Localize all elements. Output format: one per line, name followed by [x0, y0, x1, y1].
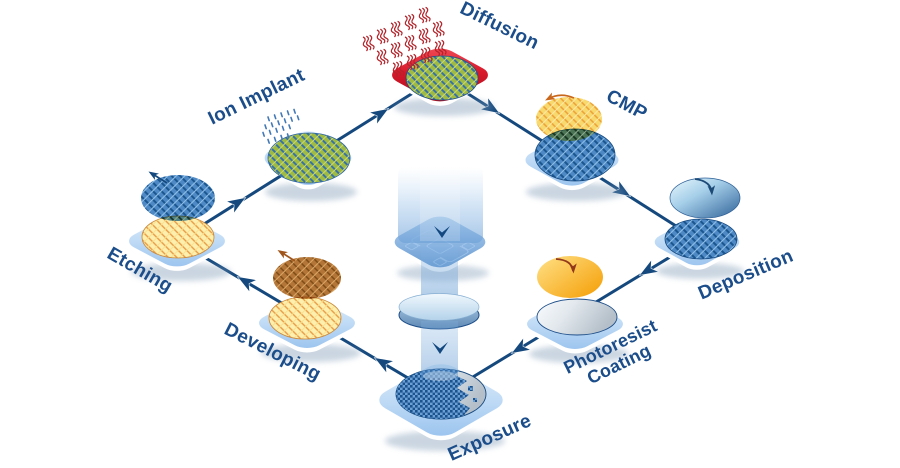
dispense-arrow-icon — [555, 258, 578, 274]
wafer — [141, 215, 215, 259]
photoresist-disc — [537, 256, 603, 298]
tile-shadow — [265, 183, 357, 201]
tile-shadow — [394, 98, 494, 116]
tile-shadow — [261, 344, 361, 362]
station-etching — [129, 168, 231, 281]
deposit-arrow-icon — [694, 178, 716, 196]
beam-spot — [423, 371, 457, 381]
ion-beam-icon — [262, 108, 300, 144]
tile-shadow — [385, 431, 505, 451]
removed-layer-disc — [141, 175, 215, 221]
wafer — [405, 55, 479, 101]
station-diffusion — [360, 6, 494, 116]
tile-shadow — [526, 183, 626, 201]
deposited-film-disc — [669, 177, 741, 219]
light-column-core — [420, 171, 460, 241]
station-cmp — [525, 92, 626, 201]
wafer — [267, 132, 351, 184]
label-diffusion: Diffusion — [457, 0, 543, 54]
tile-shadow — [131, 263, 231, 281]
wafer — [536, 298, 618, 336]
down-arrow-icon — [432, 342, 448, 354]
wafer-exposed-pattern — [396, 369, 477, 419]
tile-shadow — [656, 263, 744, 279]
station-photoresist-coating — [527, 256, 629, 363]
down-arrow-icon — [434, 226, 450, 238]
station-developing — [259, 246, 361, 362]
station-exposure — [379, 364, 505, 451]
projection-lens-top — [398, 293, 480, 321]
polishing-pad-disc — [536, 97, 602, 141]
tile-shadow — [529, 345, 629, 363]
station-ion-implant — [262, 108, 357, 201]
lift-off-arrow-icon — [275, 246, 296, 262]
label-ion-implant: Ion Implant — [205, 65, 309, 130]
pad-rotate-arrow-icon — [543, 92, 575, 104]
wafer — [268, 296, 342, 340]
projection-assembly — [394, 167, 489, 381]
wafer — [664, 218, 738, 260]
label-cmp: CMP — [603, 86, 651, 125]
station-deposition — [654, 177, 744, 279]
lift-off-arrow-icon — [146, 168, 168, 184]
resist-layer-disc — [273, 257, 341, 299]
light-column-icon — [398, 167, 483, 243]
